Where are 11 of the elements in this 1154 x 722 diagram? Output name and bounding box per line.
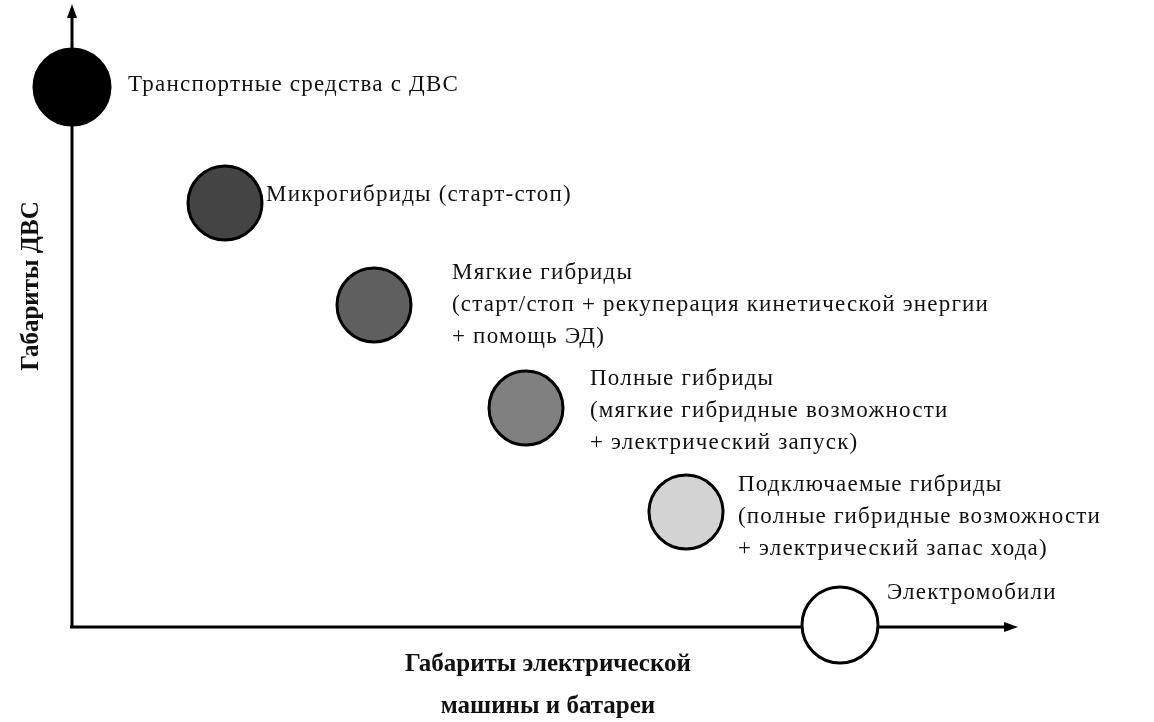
x-axis-title: Габариты электрической машины и батареи xyxy=(404,648,692,720)
item-description: (мягкие гибридные возможности + электрический запуск) xyxy=(590,396,950,456)
item-heading: Мягкие гибриды xyxy=(452,258,635,286)
item-description: (старт/стоп + рекуперация кинетической энергии + помощь ЭД) xyxy=(452,290,991,350)
item-heading: Микрогибриды (старт-стоп) xyxy=(266,180,573,208)
item-heading: Транспортные средства с ДВС xyxy=(128,70,460,98)
item-heading: Полные гибриды xyxy=(590,364,776,392)
y-axis-title: Габариты ДВС xyxy=(15,200,44,373)
item-description: (полные гибридные возможности + электрический запас хода) xyxy=(738,502,1103,562)
item-heading: Подключаемые гибриды xyxy=(738,470,1004,498)
item-heading: Электромобили xyxy=(887,578,1058,606)
